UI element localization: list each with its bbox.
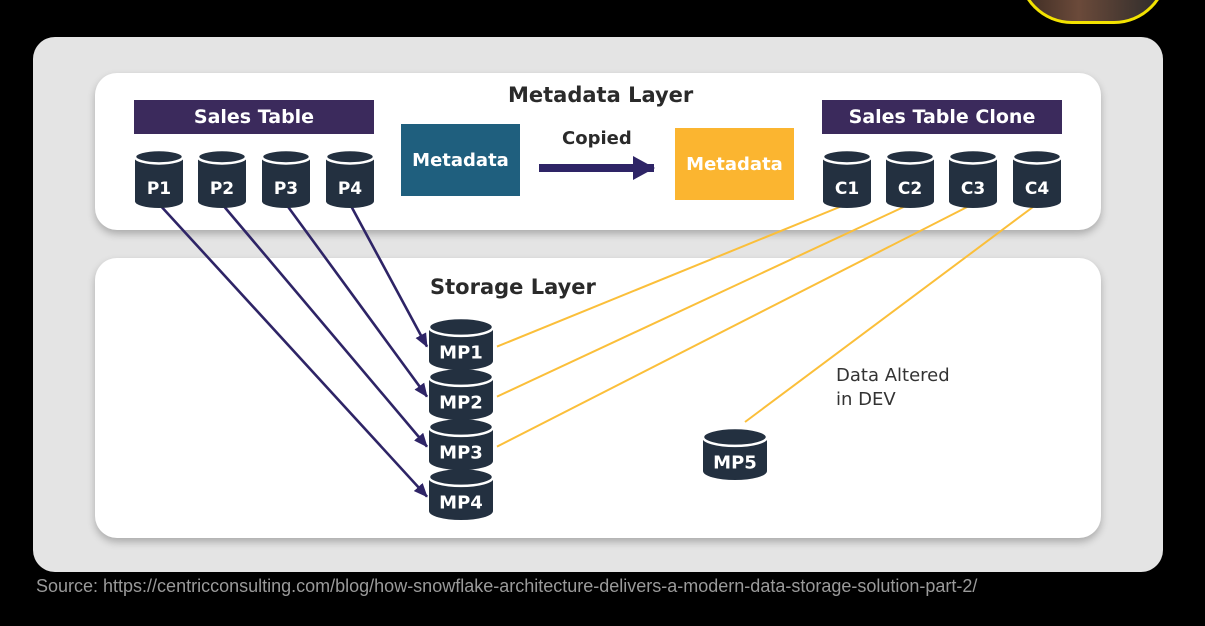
partition-p4: P4: [324, 148, 376, 208]
micro-partition-mp1-label: MP1: [439, 343, 483, 364]
micro-partition-mp2-label: MP2: [439, 393, 483, 414]
link-p2-mp3: [221, 203, 428, 448]
storage-layer-title: Storage Layer: [430, 275, 596, 299]
copied-label: Copied: [562, 128, 632, 149]
micro-partition-mp1: MP1: [427, 316, 495, 370]
clone-partition-c3: C3: [947, 148, 999, 208]
partition-p3-label: P3: [274, 179, 298, 199]
micro-partition-mp2: MP2: [427, 366, 495, 420]
clone-partition-c1-label: C1: [835, 179, 859, 199]
source-metadata-box: Metadata: [401, 124, 520, 196]
micro-partition-mp4: MP4: [427, 466, 495, 520]
link-p1-mp4: [158, 203, 428, 498]
clone-metadata-box: Metadata: [675, 128, 794, 200]
clone-partition-c1: C1: [821, 148, 873, 208]
metadata-layer-title: Metadata Layer: [508, 83, 694, 107]
sales-table-header: Sales Table: [134, 100, 374, 134]
sales-table-clone-header: Sales Table Clone: [822, 100, 1062, 134]
clone-partition-c4-label: C4: [1025, 179, 1049, 199]
link-c4-mp5: [744, 203, 1038, 423]
connection-lines: [158, 203, 1038, 498]
partition-p4-label: P4: [338, 179, 362, 199]
link-c1-mp1: [496, 203, 848, 348]
partition-p1: P1: [133, 148, 185, 208]
link-p4-mp1: [348, 203, 429, 348]
link-p3-mp2: [284, 203, 429, 398]
metadata-layer-panel: [95, 73, 1101, 230]
data-altered-line1: Data Altered: [836, 365, 950, 386]
clone-partition-c4: C4: [1011, 148, 1063, 208]
partition-p3: P3: [260, 148, 312, 208]
source-credit: Source: https://centricconsulting.com/bl…: [36, 576, 978, 596]
clone-partition-c2-label: C2: [898, 179, 922, 199]
micro-partition-mp4-label: MP4: [439, 493, 483, 514]
data-altered-note: Data Altered in DEV: [836, 364, 950, 412]
partition-p1-label: P1: [147, 179, 171, 199]
clone-partition-c2: C2: [884, 148, 936, 208]
partition-p2-label: P2: [210, 179, 234, 199]
link-c2-mp2: [496, 203, 911, 398]
partition-cylinders: P1 P2 P3 P4 C1 C2 C3 C4: [133, 148, 1063, 208]
link-c3-mp3: [496, 203, 974, 448]
micro-partition-mp3: MP3: [427, 416, 495, 470]
micro-partition-mp3-label: MP3: [439, 443, 483, 464]
data-altered-line2: in DEV: [836, 389, 896, 410]
clone-partition-c3-label: C3: [961, 179, 985, 199]
micro-partition-mp5: MP5: [701, 426, 769, 481]
micro-partition-mp5-label: MP5: [713, 453, 757, 474]
partition-p2: P2: [196, 148, 248, 208]
